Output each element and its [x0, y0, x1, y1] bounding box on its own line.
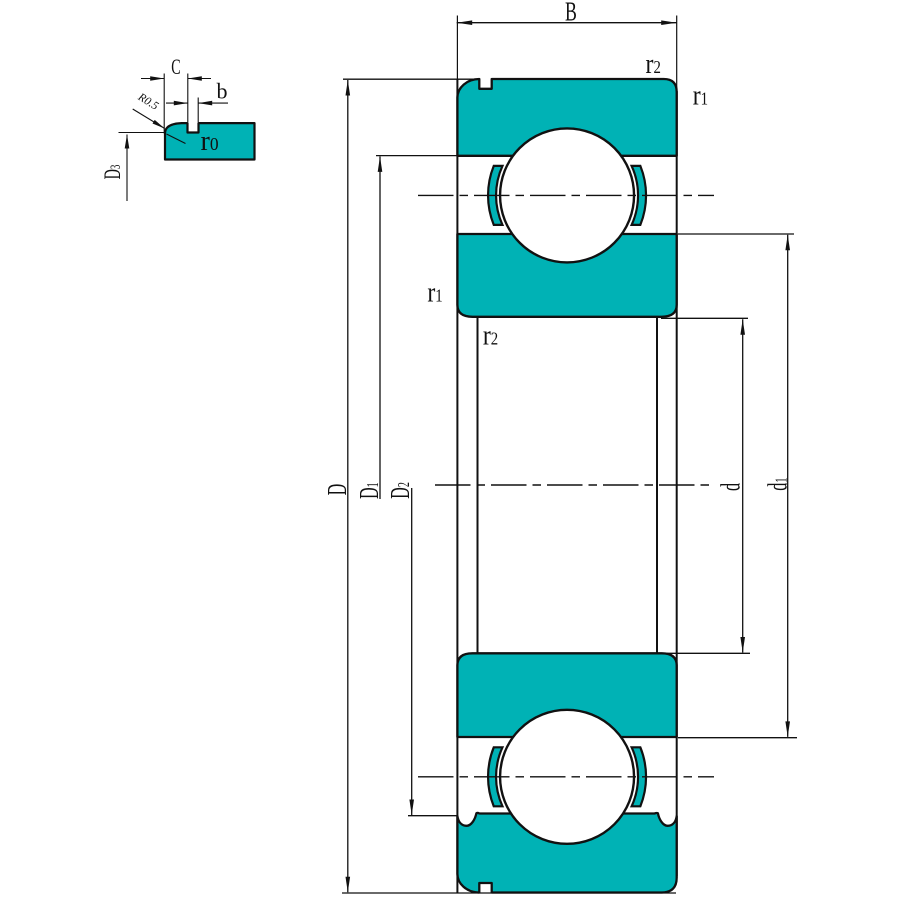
svg-text:B: B	[565, 0, 577, 26]
svg-text:d: d	[715, 483, 745, 491]
svg-text:b: b	[217, 78, 228, 103]
svg-text:D3: D3	[101, 165, 126, 180]
svg-text:C: C	[171, 55, 180, 79]
svg-text:r0: r0	[200, 126, 218, 157]
svg-text:D: D	[322, 484, 352, 496]
